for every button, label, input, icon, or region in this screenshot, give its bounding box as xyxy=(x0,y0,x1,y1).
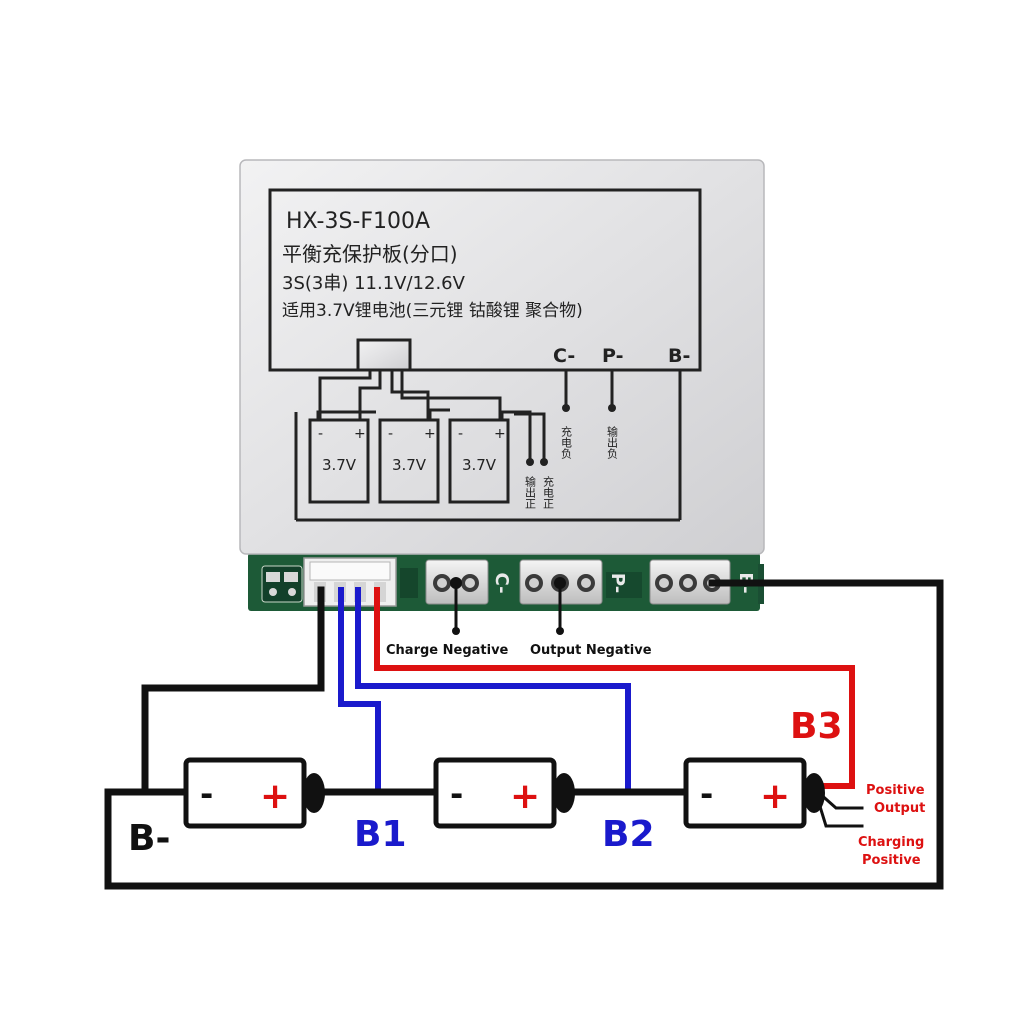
battery-3: - + xyxy=(683,757,825,829)
board-title-text: 平衡充保护板(分口) xyxy=(282,242,458,266)
printed-cell-voltage: 3.7V xyxy=(392,456,427,474)
printed-cell-plus: + xyxy=(494,426,506,442)
board-spec-text: 3S(3串) 11.1V/12.6V xyxy=(282,273,466,294)
board-usage-text: 适用3.7V锂电池(三元锂 钴酸锂 聚合物) xyxy=(282,301,583,321)
battery-plus-sign: + xyxy=(510,776,540,817)
node-label-b3: B3 xyxy=(790,706,843,747)
callout-positive-output-line2: Output xyxy=(874,801,925,816)
printed-cell-1: - + 3.7V xyxy=(308,418,370,504)
node-label-b1: B1 xyxy=(354,814,407,855)
battery-plus-sign: + xyxy=(260,776,290,817)
battery-1: - + xyxy=(183,757,325,829)
callout-output-negative: Output Negative xyxy=(530,643,652,658)
terminal-b-minus: B- xyxy=(649,559,756,605)
printed-cell-2: - + 3.7V xyxy=(378,418,440,504)
battery-minus-sign: - xyxy=(700,775,713,813)
board-label-b-minus: B- xyxy=(668,345,690,367)
battery-minus-sign: - xyxy=(200,775,213,813)
printed-cell-voltage: 3.7V xyxy=(462,456,497,474)
printed-cell-plus: + xyxy=(424,426,436,442)
lead-charging-positive xyxy=(816,798,864,828)
node-label-b-minus: B- xyxy=(128,818,170,859)
battery-2: - + xyxy=(433,757,575,829)
pcb-silk-c-minus: C- xyxy=(491,572,512,593)
note-charge-negative: 充电负 xyxy=(560,425,573,460)
printed-cell-minus: - xyxy=(318,426,323,442)
black-wire-balance-b-minus xyxy=(141,586,325,796)
label-plate xyxy=(239,159,765,555)
callout-charge-negative: Charge Negative xyxy=(386,643,509,658)
battery-plus-sign: + xyxy=(760,776,790,817)
red-wire-b3 xyxy=(374,587,855,789)
blue-wire-b1 xyxy=(338,587,381,795)
board-label-p-minus: P- xyxy=(602,345,623,367)
pcb-silk-p-minus: P- xyxy=(607,573,628,593)
board-label-c-minus: C- xyxy=(553,345,575,367)
printed-cell-minus: - xyxy=(388,426,393,442)
blue-wire-b2 xyxy=(355,587,631,795)
callout-positive-output-line1: Positive xyxy=(866,783,925,798)
callout-charging-positive-line1: Charging xyxy=(858,835,924,850)
callout-charging-positive-line2: Positive xyxy=(862,853,921,868)
board-model-text: HX-3S-F100A xyxy=(286,209,430,234)
printed-cell-voltage: 3.7V xyxy=(322,456,357,474)
node-label-b2: B2 xyxy=(602,814,655,855)
printed-cell-minus: - xyxy=(458,426,463,442)
black-wire-b-minus-loop xyxy=(104,579,944,890)
protection-board: C- P- B- HX-3S-F100A 平衡充保护板(分口) 3S(3串) 1… xyxy=(239,159,765,611)
printed-cell-plus: + xyxy=(354,426,366,442)
printed-cell-3: - + 3.7V xyxy=(448,418,510,504)
note-output-positive: 输出正 xyxy=(524,475,537,509)
note-output-negative: 输出负 xyxy=(606,425,619,460)
note-charge-positive: 充电正 xyxy=(542,475,555,509)
battery-minus-sign: - xyxy=(450,775,463,813)
